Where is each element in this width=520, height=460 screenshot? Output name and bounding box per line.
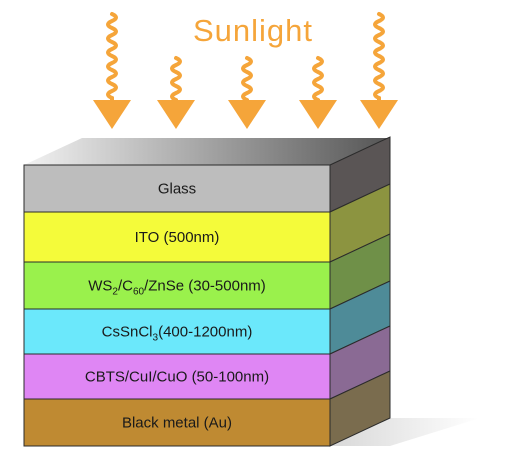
layer-label-htl: CBTS/CuI/CuO (50-100nm)	[85, 369, 269, 386]
layer-glass	[23, 164, 331, 213]
layer-label-ito: ITO (500nm)	[135, 229, 220, 246]
layer-metal	[23, 398, 331, 447]
layer-ito	[23, 211, 331, 263]
wavy-ray-icon	[312, 56, 324, 102]
arrow-head-icon	[360, 100, 398, 129]
arrow-head-icon	[157, 100, 195, 129]
layer-label-glass: Glass	[158, 181, 196, 198]
wavy-ray-icon	[373, 12, 385, 102]
layer-label-metal: Black metal (Au)	[122, 415, 232, 432]
layer-absorber	[23, 308, 331, 355]
arrow-head-icon	[299, 100, 337, 129]
wavy-ray-icon	[241, 56, 253, 102]
stack-top-face	[24, 138, 390, 165]
layer-htl	[23, 353, 331, 400]
layer-label-etl: WS2/C60/ZnSe (30-500nm)	[88, 278, 266, 298]
arrow-head-icon	[93, 100, 131, 129]
sunlight-arrows	[93, 12, 398, 129]
wavy-ray-icon	[106, 12, 118, 102]
layer-label-absorber: CsSnCl3(400-1200nm)	[102, 324, 253, 344]
arrow-head-icon	[228, 100, 266, 129]
layer-etl	[23, 261, 331, 310]
sunlight-title: Sunlight	[193, 13, 313, 48]
wavy-ray-icon	[170, 56, 182, 102]
stack-shadow	[330, 418, 480, 446]
